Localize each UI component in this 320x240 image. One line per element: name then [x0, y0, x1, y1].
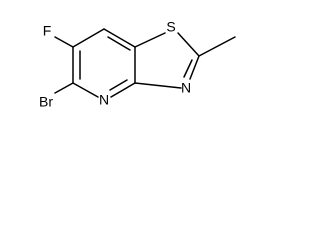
- bond-c7-c7a: [103, 28, 136, 48]
- nitrogen-thiazole-label: N: [181, 80, 191, 96]
- bond-n3-c3a: [134, 82, 182, 89]
- bond-c2-n3-inner: [183, 59, 193, 78]
- bond-c5-br: [54, 82, 74, 94]
- bond-s-c2: [177, 32, 200, 57]
- bond-c7a-s: [134, 32, 166, 48]
- bond-c2-methyl: [198, 36, 236, 57]
- sulfur-label: S: [166, 19, 175, 35]
- bond-c3a-n4: [110, 82, 136, 98]
- bond-c6-f: [54, 36, 74, 48]
- bromine-label: Br: [39, 94, 53, 110]
- bond-c6-c7: [72, 28, 105, 48]
- fluorine-label: F: [43, 23, 52, 39]
- bond-c3a-n4-inner: [109, 79, 128, 91]
- bond-n4-c5: [72, 82, 99, 98]
- structure-diagram: F S N N Br: [39, 19, 236, 110]
- bond-c2-n3: [189, 55, 200, 80]
- nitrogen-pyridine-label: N: [99, 92, 109, 108]
- bond-c7-c7a-inner: [107, 36, 131, 51]
